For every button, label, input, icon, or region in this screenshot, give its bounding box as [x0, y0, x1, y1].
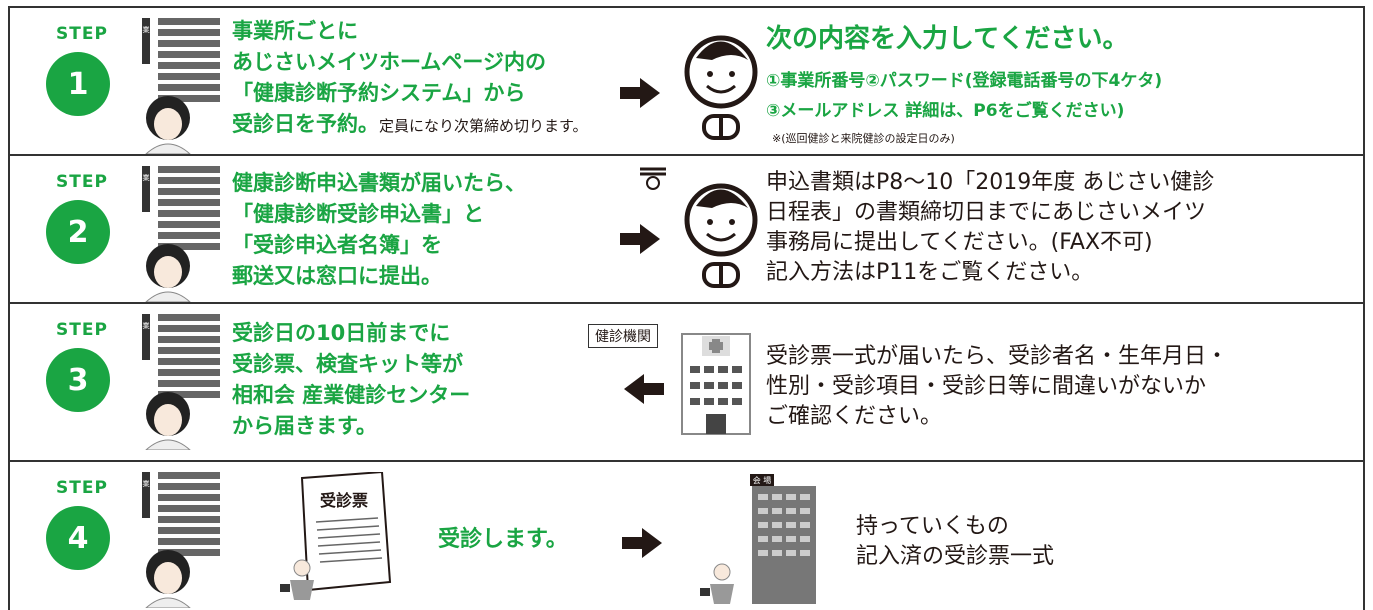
step-1-deadline-note: 定員になり次第締め切ります。: [379, 117, 588, 135]
step-number: 4: [46, 506, 110, 570]
arrow-right-icon: [620, 78, 660, 108]
step-3-right-line-2: 性別・受診項目・受診日等に間違いがないか: [766, 374, 1207, 399]
step-2-badge: STEP 2: [32, 170, 128, 280]
step-4-right-line-1: 持っていくもの: [856, 514, 1009, 539]
step-1-text: 事業所ごとに あじさいメイツホームページ内の 「健康診断予約システム」から 受診…: [232, 16, 588, 142]
step-3-line-1: 受診日の10日前までに: [232, 321, 451, 345]
step-3-right-text: 受診票一式が届いたら、受診者名・生年月日・ 性別・受診項目・受診日等に間違いがな…: [766, 342, 1228, 432]
step-label: STEP: [56, 478, 108, 498]
step-4-badge: STEP 4: [32, 476, 128, 586]
venue-label: 会 場: [753, 475, 772, 485]
step-2-line-2: 「健康診断受診申込書」と: [232, 202, 484, 226]
medical-institution-label: 健診機関: [588, 324, 658, 348]
step-2-line-4: 郵送又は窓口に提出。: [232, 264, 442, 288]
step-2-right-line-1: 申込書類はP8～10「2019年度 あじさい健診: [766, 170, 1215, 195]
step-4-center-text: 受診します。: [438, 527, 568, 552]
office-building-icon: 事業所: [136, 166, 220, 302]
office-building-icon: 事業所: [136, 472, 220, 608]
office-building-icon: 事業所: [136, 314, 220, 450]
step-label: STEP: [56, 24, 108, 44]
step-3-badge: STEP 3: [32, 318, 128, 428]
step-2-right-line-3: 事務局に提出してください。(FAX不可): [766, 230, 1153, 255]
step-3-line-2: 受診票、検査キット等が: [232, 352, 463, 376]
arrow-left-icon: [624, 374, 664, 404]
arrow-right-icon: [620, 224, 660, 254]
examination-form-icon: 受診票: [280, 472, 392, 600]
office-label: 事業所: [136, 173, 157, 182]
step-1-badge: STEP 1: [32, 22, 128, 132]
arrow-right-icon: [622, 528, 662, 558]
venue-building-icon: 会 場: [700, 474, 816, 604]
office-label: 事業所: [136, 479, 157, 488]
step-2-right-line-4: 記入方法はP11をご覧ください。: [766, 260, 1094, 285]
step-3-right-line-3: ご確認ください。: [766, 404, 943, 429]
step-1-row: STEP 1 事業所 事業所ごとに あじさいメイツホームページ内の 「健康診断予…: [8, 6, 1365, 154]
step-1-right-title: 次の内容を入力してください。: [766, 24, 1129, 54]
step-1-right-line-2: ③メールアドレス 詳細は、P6をご覧ください): [766, 101, 1125, 121]
step-4-right-line-2: 記入済の受診票一式: [856, 544, 1055, 569]
step-2-line-1: 健康診断申込書類が届いたら、: [232, 171, 526, 195]
step-1-line-3: 「健康診断予約システム」から: [232, 81, 526, 105]
office-building-icon: 事業所: [136, 18, 220, 154]
step-4-right-text: 持っていくもの 記入済の受診票一式: [856, 512, 1054, 572]
step-4-row: STEP 4 事業所 受診票: [8, 460, 1365, 610]
step-1-right-note: ※(巡回健診と来院健診の設定日のみ): [772, 132, 955, 145]
step-1-line-1: 事業所ごとに: [232, 19, 358, 43]
post-mark-icon: [640, 167, 666, 190]
step-1-right-line-1: ①事業所番号②パスワード(登録電話番号の下4ケタ): [766, 71, 1163, 91]
step-2-row: STEP 2 事業所 健康診断申込書類が届いたら、 「健康診断受診申込書」と 「…: [8, 154, 1365, 302]
step-3-line-3: 相和会 産業健診センター: [232, 383, 471, 407]
step-2-right-text: 申込書類はP8～10「2019年度 あじさい健診 日程表」の書類締切日までにあじ…: [766, 168, 1214, 288]
step-1-line-2: あじさいメイツホームページ内の: [232, 50, 546, 74]
step-3-row: STEP 3 事業所 受診日の10日前までに 受診票、検査キット等が 相和会 産…: [8, 302, 1365, 460]
form-title: 受診票: [320, 491, 368, 510]
step-label: STEP: [56, 320, 108, 340]
step-2-line-3: 「受診申込者名簿」を: [232, 233, 442, 257]
step-2-text: 健康診断申込書類が届いたら、 「健康診断受診申込書」と 「受診申込者名簿」を 郵…: [232, 168, 526, 292]
smartphone-face-icon: [684, 183, 758, 288]
office-label: 事業所: [136, 25, 157, 34]
office-label: 事業所: [136, 321, 157, 330]
step-1-line-4: 受診日を予約。: [232, 112, 379, 136]
step-label: STEP: [56, 172, 108, 192]
step-3-text: 受診日の10日前までに 受診票、検査キット等が 相和会 産業健診センター から届…: [232, 318, 470, 442]
step-3-right-line-1: 受診票一式が届いたら、受診者名・生年月日・: [766, 344, 1229, 369]
step-3-line-4: から届きます。: [232, 414, 377, 438]
smartphone-face-icon: [684, 35, 758, 140]
step-number: 1: [46, 52, 110, 116]
step-2-right-line-2: 日程表」の書類締切日までにあじさいメイツ: [766, 200, 1207, 225]
hospital-building-icon: [681, 333, 751, 435]
step-number: 2: [46, 200, 110, 264]
step-number: 3: [46, 348, 110, 412]
